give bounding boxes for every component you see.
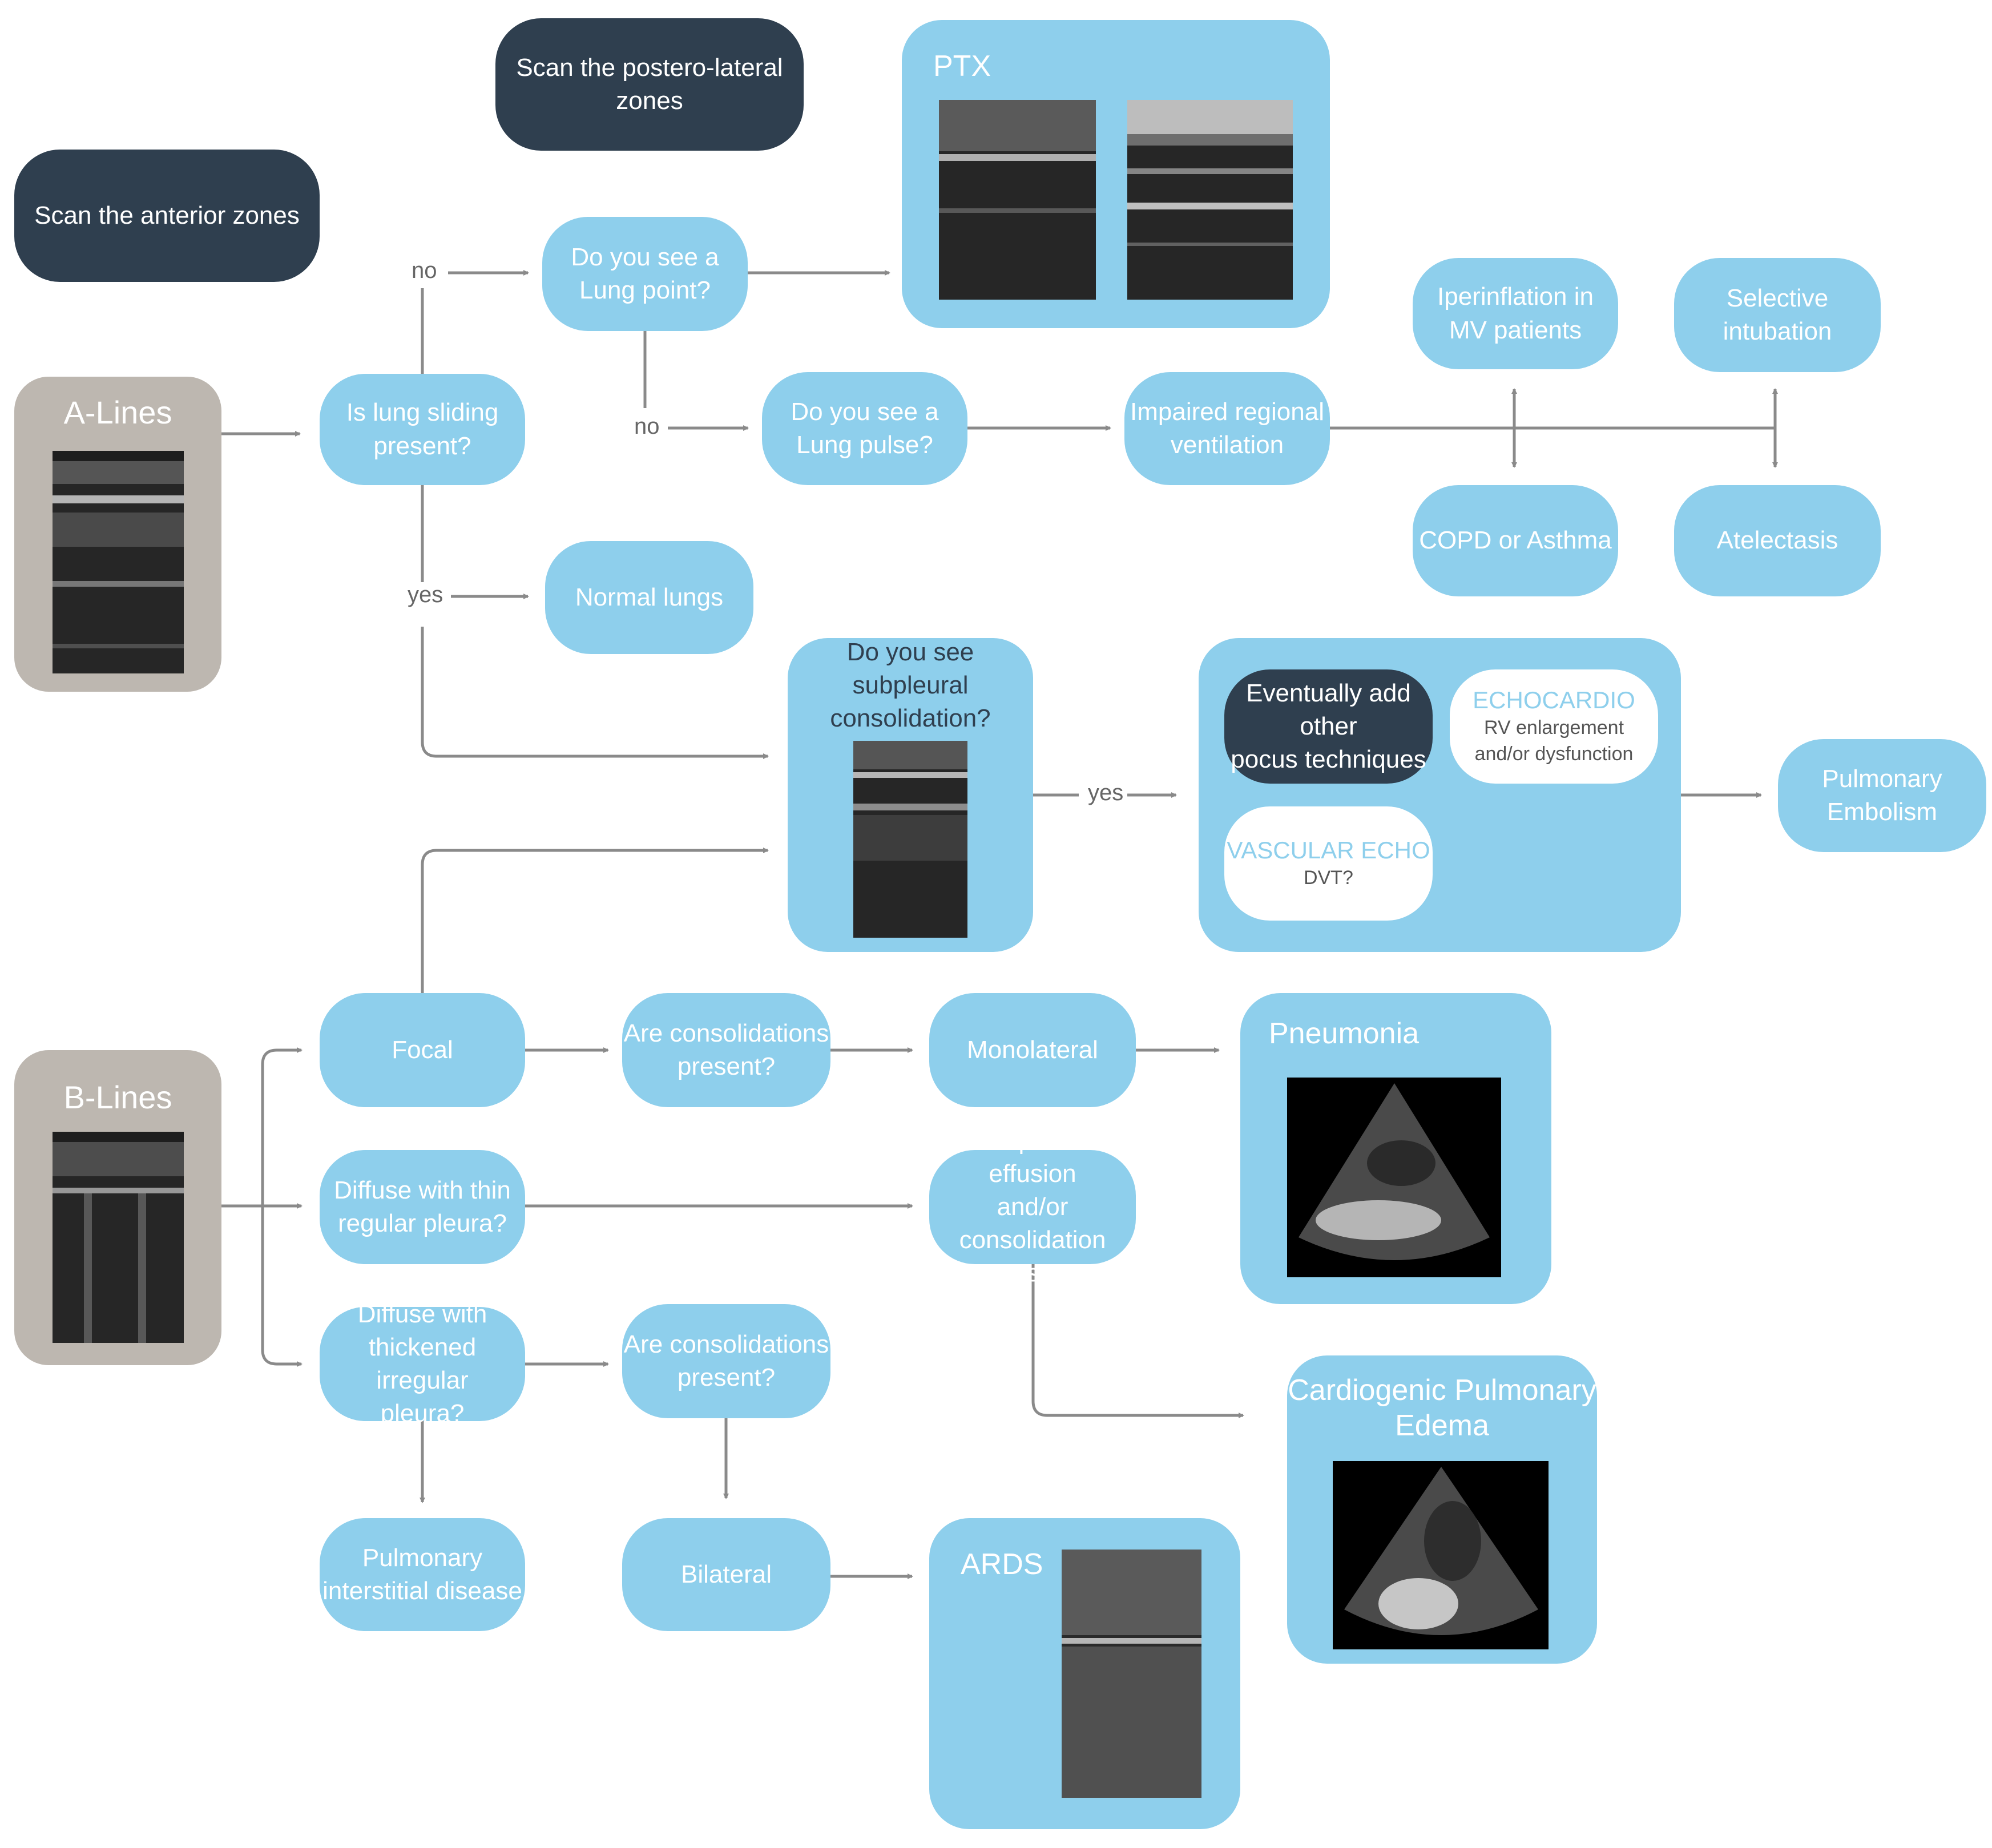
line-focal-up-to-subpleural — [421, 848, 769, 993]
b-lines-panel: B-Lines — [14, 1050, 221, 1365]
are-consolidations-present-diffuse: Are consolidations present? — [622, 1304, 830, 1418]
a-lines-panel: A-Lines — [14, 377, 221, 692]
pulmonary-embolism: Pulmonary Embolism — [1778, 739, 1986, 852]
pneumonia-panel: Pneumonia — [1240, 993, 1551, 1304]
edge-label-no: no — [408, 258, 441, 284]
edge-label-yes: yes — [1084, 780, 1127, 806]
arrow-blines-to-thick — [261, 1349, 303, 1367]
cardiogenic-pulmonary-edema-panel: Cardiogenic Pulmonary Edema — [1287, 1355, 1597, 1664]
monolateral: Monolateral — [929, 993, 1136, 1107]
edge-label-yes: yes — [404, 582, 447, 608]
edge-label-no: no — [631, 414, 663, 439]
bilateral: Bilateral — [622, 1518, 830, 1631]
pulmonary-interstitial-disease: Pulmonary interstitial disease — [320, 1518, 525, 1631]
do-you-see-lung-pulse: Do you see a Lung pulse? — [762, 372, 967, 485]
is-lung-sliding-present: Is lung sliding present? — [320, 374, 525, 485]
subpleural-question: Do you see subpleural consolidation? — [830, 637, 991, 733]
scan-anterior-zones: Scan the anterior zones — [14, 150, 320, 282]
are-pleuric-effusion-consolidation-present: Are pleuric effusion and/or consolidatio… — [929, 1127, 1136, 1287]
b-lines-title: B-Lines — [63, 1079, 172, 1115]
a-lines-title: A-Lines — [63, 394, 172, 430]
echocardio-subtitle: RV enlargement and/or dysfunction — [1474, 717, 1634, 765]
cardiogenic-edema-echo-image — [1333, 1461, 1549, 1649]
line-blines-bracket — [261, 1047, 303, 1065]
line-yes-down-to-subpleural — [421, 627, 769, 759]
vascular-echo-title: VASCULAR ECHO — [1227, 836, 1430, 864]
b-lines-ultrasound-image — [53, 1132, 184, 1343]
vascular-echo-subtitle: DVT? — [1304, 867, 1353, 889]
ptx-title: PTX — [933, 50, 991, 83]
ptx-panel: PTX — [902, 20, 1330, 328]
pneumonia-echo-image — [1287, 1078, 1501, 1277]
scan-postero-lateral-zones: Scan the postero-lateral zones — [495, 18, 804, 151]
a-lines-ultrasound-image — [53, 451, 184, 673]
echocardio-box: ECHOCARDIO RV enlargement and/or dysfunc… — [1450, 669, 1658, 784]
atelectasis: Atelectasis — [1674, 485, 1881, 596]
eventually-add-pocus: Eventually add other pocus techniques — [1224, 669, 1433, 784]
impaired-regional-ventilation: Impaired regional ventilation — [1124, 372, 1330, 485]
do-you-see-lung-point: Do you see a Lung point? — [542, 217, 748, 331]
subpleural-consolidation-panel: Do you see subpleural consolidation? — [788, 638, 1033, 952]
cardiogenic-edema-title: Cardiogenic Pulmonary Edema — [1288, 1374, 1596, 1443]
iperinflation-mv-patients: Iperinflation in MV patients — [1413, 258, 1618, 369]
subpleural-ultrasound-image — [853, 741, 967, 938]
vascular-echo-box: VASCULAR ECHO DVT? — [1224, 806, 1433, 921]
selective-intubation: Selective intubation — [1674, 258, 1881, 372]
focal: Focal — [320, 993, 525, 1107]
are-consolidations-present-focal: Are consolidations present? — [622, 993, 830, 1107]
line-effusion-to-edema — [1031, 1264, 1244, 1418]
ards-panel: ARDS — [929, 1518, 1240, 1829]
copd-or-asthma: COPD or Asthma — [1413, 485, 1618, 596]
diffuse-thickened-irregular-pleura: Diffuse with thickened irregular pleura? — [320, 1300, 525, 1427]
pneumonia-title: Pneumonia — [1269, 1017, 1420, 1050]
echocardio-title: ECHOCARDIO — [1473, 686, 1635, 713]
ptx-m-mode-image — [1127, 100, 1293, 300]
ptx-b-mode-image — [939, 100, 1096, 300]
normal-lungs: Normal lungs — [545, 541, 753, 654]
pocus-techniques-panel: Eventually add other pocus techniques EC… — [1199, 638, 1681, 952]
ards-title: ARDS — [961, 1548, 1043, 1581]
diffuse-thin-regular-pleura: Diffuse with thin regular pleura? — [320, 1150, 525, 1264]
ards-ultrasound-image — [1062, 1550, 1201, 1798]
